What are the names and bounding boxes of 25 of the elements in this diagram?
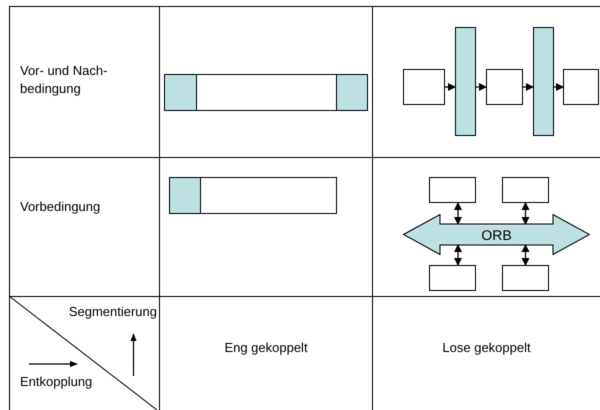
arrow (454, 244, 462, 266)
arrow (554, 83, 564, 91)
arrow (454, 202, 462, 225)
box (429, 177, 476, 203)
vertical-bar (455, 27, 476, 136)
box (429, 265, 476, 291)
box (502, 177, 549, 203)
arrow (445, 83, 456, 91)
arrow (522, 202, 530, 225)
axis-label: Segmentierung (68, 303, 157, 321)
axis-label: Entkopplung (20, 373, 92, 391)
row-label: Vor- und Nach-bedingung (20, 62, 108, 98)
double-arrow-shape (403, 214, 590, 255)
box (563, 69, 599, 105)
column-label: Eng gekoppelt (223, 339, 309, 357)
arrow (476, 83, 487, 91)
arrow (523, 83, 534, 91)
box (486, 69, 523, 105)
node-label: ORB (480, 226, 513, 244)
row-label: Vorbedingung (20, 198, 100, 216)
column-label: Lose gekoppelt (441, 339, 532, 357)
vertical-bar (533, 27, 554, 136)
arrow (522, 244, 530, 266)
box (403, 69, 445, 105)
box (502, 265, 549, 291)
